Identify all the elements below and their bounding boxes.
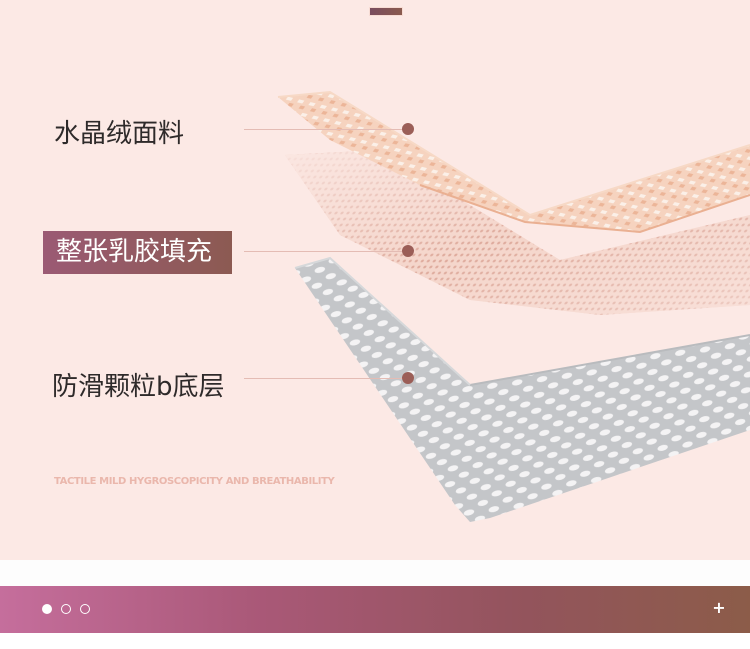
- label-latex-layer: 整张乳胶填充: [56, 237, 213, 267]
- leader-line-top: [244, 129, 408, 130]
- pager-dot-3[interactable]: [80, 604, 90, 614]
- pager-dot-2[interactable]: [61, 604, 71, 614]
- latex-filling-layer: [285, 150, 750, 315]
- separator-band: [0, 560, 750, 586]
- anti-slip-base-layer: [294, 256, 750, 522]
- mattress-layers-graphic: [277, 90, 750, 522]
- carousel-pager: [42, 604, 90, 614]
- label-base-layer: 防滑颗粒b底层: [52, 372, 225, 402]
- carousel-control-bar: +: [0, 586, 750, 633]
- marker-dot-bottom: [402, 372, 414, 384]
- leader-line-bottom: [244, 378, 408, 379]
- tagline: TACTILE MILD HYGROSCOPICITY AND BREATHAB…: [54, 476, 335, 487]
- leader-line-middle: [244, 251, 408, 252]
- marker-dot-top: [402, 123, 414, 135]
- crystal-velvet-fabric-layer: [277, 90, 750, 234]
- label-latex-layer-highlight: 整张乳胶填充: [43, 231, 232, 274]
- top-tab-indicator[interactable]: [369, 7, 403, 16]
- marker-dot-middle: [402, 245, 414, 257]
- pager-dot-1[interactable]: [42, 604, 52, 614]
- plus-icon[interactable]: +: [712, 598, 726, 617]
- footer-margin: [0, 633, 750, 649]
- label-fabric-layer: 水晶绒面料: [54, 119, 185, 149]
